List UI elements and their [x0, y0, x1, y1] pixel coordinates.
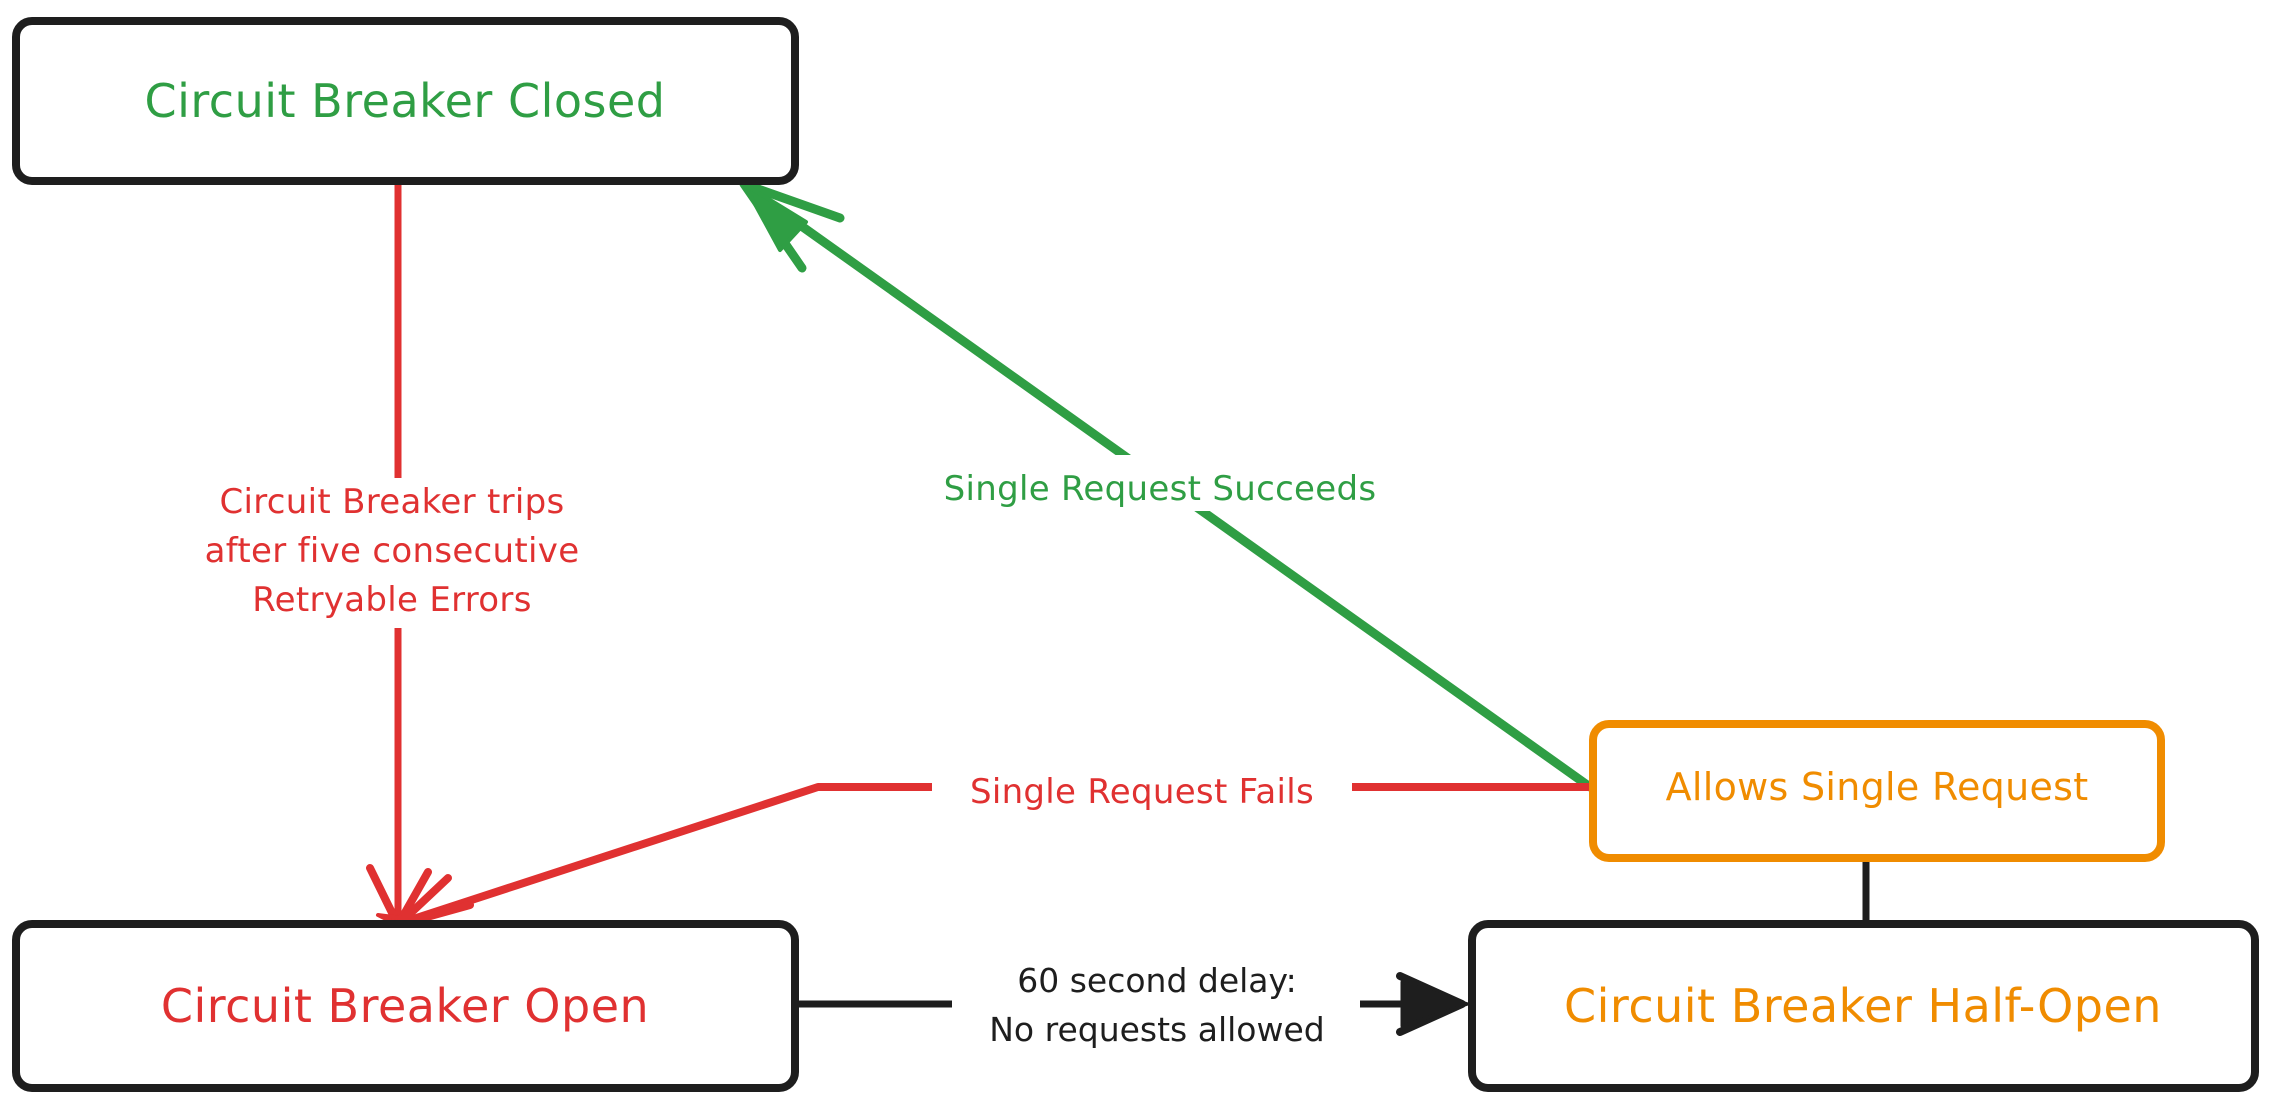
node-open-box[interactable]	[12, 920, 799, 1092]
edge-label-closed-to-open-line-3: Retryable Errors	[252, 580, 531, 620]
edge-label-open-to-half-open-line-2: No requests allowed	[989, 1010, 1324, 1049]
edge-label-allows-to-closed-text: Single Request Succeeds	[944, 469, 1377, 509]
edge-open-to-half-open-arrowtip	[1400, 980, 1470, 1028]
edge-label-closed-to-open-line-2: after five consecutive	[205, 531, 580, 571]
edge-label-allows-to-closed: Single Request Succeeds	[910, 455, 1410, 511]
node-closed-box[interactable]	[12, 17, 799, 185]
edge-label-allows-to-closed-bg	[910, 455, 1410, 511]
edge-label-open-to-half-open-bg	[952, 950, 1360, 1060]
node-circuit-breaker-closed[interactable]: Circuit Breaker Closed	[12, 17, 799, 185]
node-circuit-breaker-open[interactable]: Circuit Breaker Open	[12, 920, 799, 1092]
edge-label-allows-to-open-bg	[932, 760, 1352, 816]
edge-label-closed-to-open: Circuit Breaker trips after five consecu…	[176, 478, 606, 628]
node-allows-label: Allows Single Request	[1666, 765, 2089, 809]
edge-label-open-to-half-open-line-1: 60 second delay:	[1017, 961, 1297, 1000]
node-half-open-box[interactable]	[1468, 920, 2259, 1092]
edge-label-allows-to-open: Single Request Fails	[932, 760, 1352, 816]
node-allows-single-request[interactable]: Allows Single Request	[1589, 720, 2165, 862]
edge-label-closed-to-open-bg	[176, 478, 606, 628]
node-allows-box[interactable]	[1589, 720, 2165, 862]
edge-label-open-to-half-open: 60 second delay: No requests allowed	[952, 950, 1360, 1060]
node-circuit-breaker-half-open[interactable]: Circuit Breaker Half-Open	[1468, 920, 2259, 1092]
node-half-open-label: Circuit Breaker Half-Open	[1564, 979, 2162, 1033]
edge-label-closed-to-open-line-1: Circuit Breaker trips	[219, 482, 564, 522]
node-open-label: Circuit Breaker Open	[161, 979, 649, 1033]
node-closed-label: Circuit Breaker Closed	[145, 74, 666, 128]
edge-allows-to-closed-arrowtip	[742, 182, 808, 252]
edge-label-allows-to-open-text: Single Request Fails	[970, 772, 1314, 812]
